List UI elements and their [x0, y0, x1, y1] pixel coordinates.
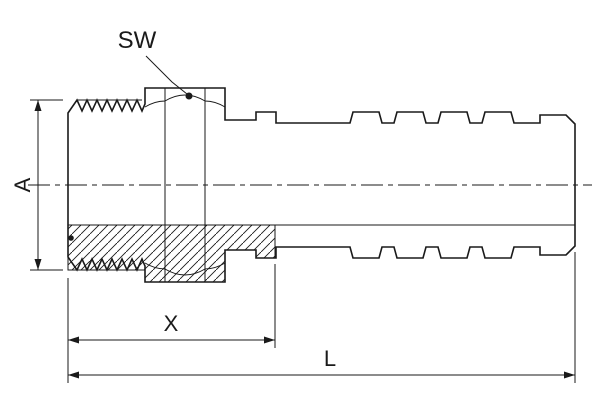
sw-label: SW [118, 27, 157, 54]
hex-chamfer-arcs-top [144, 94, 226, 108]
dimension-a: A [10, 99, 63, 271]
dimension-l: L [68, 252, 576, 383]
dim-l-arrow-left [68, 371, 79, 379]
seal-detail-dot [68, 235, 74, 241]
fitting-outline [67, 87, 576, 283]
sw-leader-dot [185, 92, 193, 100]
section-hatch [67, 224, 276, 283]
sw-leader-line [145, 55, 188, 95]
dim-x-label: X [164, 311, 179, 336]
dim-a-label: A [10, 177, 35, 192]
dimension-x: X [67, 264, 276, 383]
dim-a-arrow-top [34, 100, 42, 111]
hatch-area [67, 224, 276, 283]
dim-l-label: L [324, 346, 336, 371]
sw-callout: SW [118, 27, 193, 100]
hex-chamfer-arcs-bottom [144, 262, 226, 276]
dim-l-arrow-right [564, 371, 575, 379]
dim-a-arrow-bottom [34, 259, 42, 270]
dim-x-arrow-right [264, 336, 275, 344]
dim-x-arrow-left [68, 336, 79, 344]
